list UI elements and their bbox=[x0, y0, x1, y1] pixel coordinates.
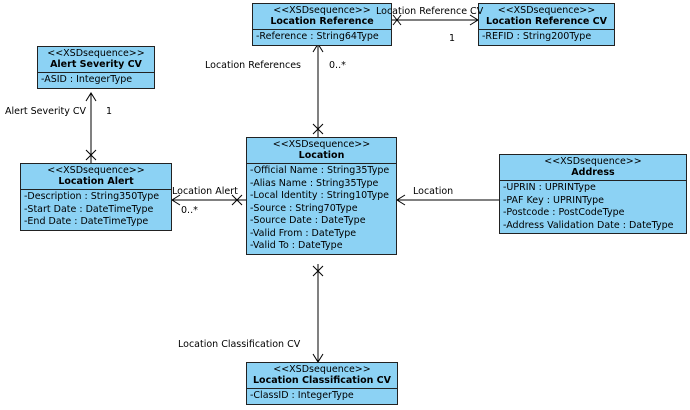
x-mark-severity bbox=[85, 149, 97, 161]
attribute: -Local Identity : String10Type bbox=[250, 190, 389, 201]
arrowhead-severity bbox=[85, 92, 97, 102]
class-location-reference-cv[interactable]: <<XSDsequence>> Location Reference CV -R… bbox=[478, 3, 615, 46]
class-name: Location bbox=[298, 150, 345, 161]
stereotype-label: <<XSDsequence>> bbox=[273, 5, 371, 16]
class-name: Alert Severity CV bbox=[50, 59, 142, 70]
class-location[interactable]: <<XSDsequence>> Location -Official Name … bbox=[246, 137, 397, 255]
class-location-classification-cv[interactable]: <<XSDsequence>> Location Classification … bbox=[246, 362, 398, 405]
attribute: -Valid To : DateType bbox=[250, 240, 343, 251]
role-label-classification: Location Classification CV bbox=[178, 339, 301, 350]
class-name: Address bbox=[571, 167, 615, 178]
multiplicity-ref-cv: 1 bbox=[449, 33, 456, 44]
class-name: Location Reference bbox=[270, 16, 374, 27]
role-label-loc-refs: Location References bbox=[205, 60, 301, 71]
role-label-address: Location bbox=[413, 186, 454, 197]
attribute: -REFID : String200Type bbox=[482, 31, 592, 42]
class-location-reference[interactable]: <<XSDsequence>> Location Reference -Refe… bbox=[252, 3, 392, 46]
attribute: -Valid From : DateType bbox=[250, 227, 357, 239]
x-mark-loc-refs bbox=[312, 123, 324, 135]
multiplicity-alert: 0..* bbox=[181, 205, 198, 216]
multiplicity-severity: 1 bbox=[106, 106, 113, 117]
attribute: -UPRIN : UPRINType bbox=[503, 182, 596, 193]
role-label-alert: Location Alert bbox=[172, 186, 238, 197]
attribute: -Reference : String64Type bbox=[256, 31, 379, 42]
x-mark-ref-cv bbox=[392, 14, 402, 26]
stereotype-label: <<XSDsequence>> bbox=[272, 139, 371, 150]
attribute: -Postcode : PostCodeType bbox=[503, 207, 625, 218]
attribute: -ASID : IntegerType bbox=[41, 74, 133, 85]
class-name: Location Reference CV bbox=[486, 16, 607, 27]
stereotype-label: <<XSDsequence>> bbox=[273, 364, 371, 375]
role-label-ref-cv: Location Reference CV bbox=[376, 6, 484, 17]
class-address[interactable]: <<XSDsequence>> Address -UPRIN : UPRINTy… bbox=[499, 154, 687, 234]
attribute: -Description : String350Type bbox=[24, 191, 160, 202]
attribute: -Official Name : String35Type bbox=[250, 165, 390, 176]
multiplicity-loc-refs: 0..* bbox=[329, 60, 346, 71]
attribute: -Address Validation Date : DateType bbox=[503, 219, 674, 231]
stereotype-label: <<XSDsequence>> bbox=[47, 48, 145, 59]
class-name: Location Classification CV bbox=[252, 375, 392, 386]
attribute: -Source : String70Type bbox=[250, 202, 358, 214]
arrowhead-address bbox=[396, 194, 406, 206]
attribute: -End Date : DateTimeType bbox=[24, 216, 149, 227]
class-location-alert[interactable]: <<XSDsequence>> Location Alert -Descript… bbox=[20, 163, 172, 231]
attribute: -ClassID : IntegerType bbox=[250, 390, 354, 401]
class-name: Location Alert bbox=[58, 176, 134, 187]
stereotype-label: <<XSDsequence>> bbox=[544, 156, 642, 167]
attribute: -Source Date : DateType bbox=[250, 215, 366, 226]
attribute: -Start Date : DateTimeType bbox=[24, 203, 154, 215]
x-mark-classification bbox=[312, 265, 324, 277]
attribute: -PAF Key : UPRINType bbox=[503, 194, 605, 206]
attribute: -Alias Name : String35Type bbox=[250, 177, 379, 189]
class-alert-severity-cv[interactable]: <<XSDsequence>> Alert Severity CV -ASID … bbox=[37, 46, 155, 89]
stereotype-label: <<XSDsequence>> bbox=[47, 165, 145, 176]
stereotype-label: <<XSDsequence>> bbox=[497, 5, 596, 16]
role-label-severity: Alert Severity CV bbox=[5, 106, 87, 117]
x-mark-alert bbox=[231, 194, 243, 206]
arrowhead-alert bbox=[171, 194, 181, 206]
